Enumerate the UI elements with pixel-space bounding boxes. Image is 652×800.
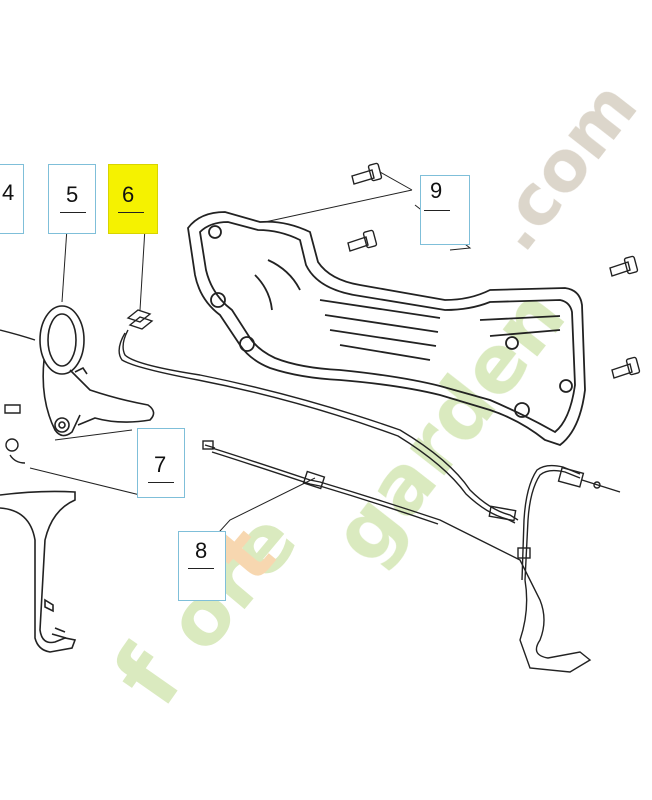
part-9-screws [347,162,641,379]
watermark-text-com: .com [472,66,652,266]
callout-underline-7 [148,482,174,483]
callout-box-7 [137,428,185,498]
watermark-text-f: f [93,629,204,724]
part-5-clamp [39,305,155,437]
callout-underline-8 [188,568,214,569]
callout-label-5: 5 [66,182,79,207]
callout-underline-5 [60,212,86,213]
callout-box-5 [48,164,96,234]
callout-label-8: 8 [195,538,208,563]
callout-underline-9 [424,210,450,211]
callout-underline-6 [118,212,144,213]
callout-label-4: 4 [2,180,15,205]
callout-label-9: 9 [430,178,443,203]
main-handle-housing [187,211,586,447]
part-6-wire [118,309,519,524]
callout-box-4 [0,164,24,234]
part-7-cover [0,490,77,653]
callout-label-6: 6 [122,182,135,207]
callout-label-7: 7 [154,452,167,477]
callout-box-6 [108,164,158,234]
callout-box-8 [178,531,226,601]
part-left-edge [0,329,36,464]
